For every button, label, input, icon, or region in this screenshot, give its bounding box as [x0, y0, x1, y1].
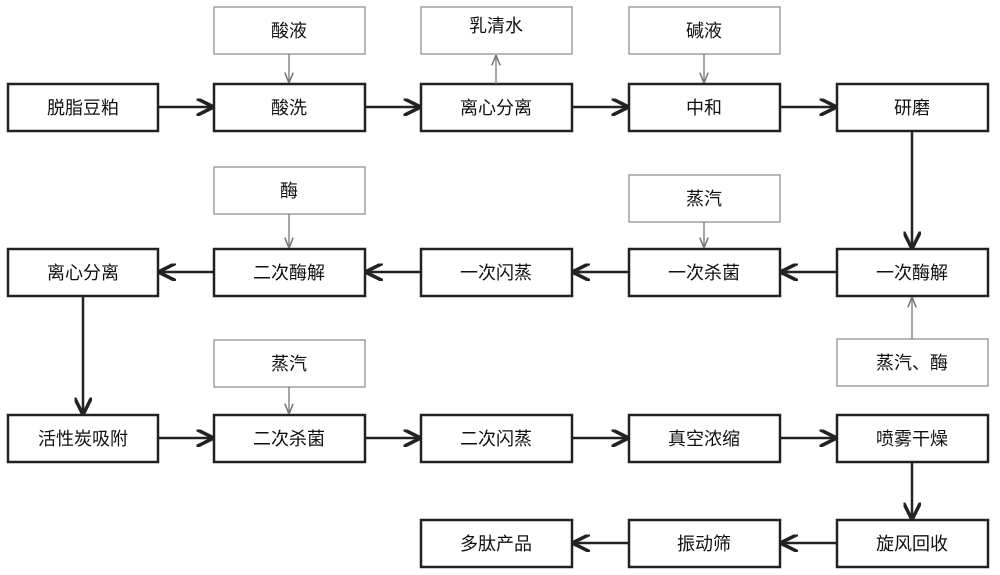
node-steam-2-label: 蒸汽 [271, 354, 307, 375]
node-alkali-solution: 碱液 [628, 6, 781, 55]
node-grind-label: 研磨 [894, 98, 930, 119]
node-steam-1-label: 蒸汽 [686, 189, 722, 210]
node-defat-soy-label: 脱脂豆粕 [47, 98, 119, 119]
node-vibrating-sieve: 振动筛 [627, 518, 782, 569]
node-acid-solution: 酸液 [213, 6, 366, 55]
node-cyclone-recovery-label: 旋风回收 [876, 534, 948, 555]
node-first-sterilize: 一次杀菌 [627, 247, 782, 298]
main-flow-arrows [83, 107, 912, 543]
node-steam-2: 蒸汽 [213, 339, 366, 388]
node-carbon-adsorb-label: 活性炭吸附 [38, 429, 128, 450]
aux-inputs: 酸液 乳清水 碱液 酶 蒸汽 蒸汽、酶 蒸汽 [213, 6, 989, 388]
node-second-sterilize: 二次杀菌 [212, 413, 367, 464]
main-steps: 脱脂豆粕 酸洗 离心分离 中和 研磨 离心分离 二次酶解 一次闪蒸 [6, 82, 990, 569]
node-defat-soy: 脱脂豆粕 [6, 82, 160, 133]
node-spray-dry-label: 喷雾干燥 [876, 429, 948, 450]
node-enzyme-1-label: 酶 [280, 181, 298, 202]
node-first-sterilize-label: 一次杀菌 [668, 263, 740, 284]
node-neutralize-label: 中和 [686, 98, 722, 119]
node-alkali-solution-label: 碱液 [686, 21, 722, 42]
node-second-hydrolysis-label: 二次酶解 [253, 263, 325, 284]
node-first-flash-label: 一次闪蒸 [460, 263, 532, 284]
node-carbon-adsorb: 活性炭吸附 [6, 413, 160, 464]
node-centrifuge-1: 离心分离 [419, 82, 574, 133]
node-first-flash: 一次闪蒸 [419, 247, 574, 298]
node-cyclone-recovery: 旋风回收 [835, 518, 990, 569]
node-second-flash-label: 二次闪蒸 [460, 429, 532, 450]
node-centrifuge-2-label: 离心分离 [47, 263, 119, 284]
node-second-hydrolysis: 二次酶解 [212, 247, 367, 298]
node-centrifuge-2: 离心分离 [6, 247, 160, 298]
node-neutralize: 中和 [627, 82, 782, 133]
node-first-hydrolysis: 一次酶解 [835, 247, 990, 298]
node-steam-enzyme-label: 蒸汽、酶 [876, 353, 948, 374]
node-peptide-product: 多肽产品 [419, 518, 574, 569]
node-acid-wash: 酸洗 [212, 82, 367, 133]
node-acid-solution-label: 酸液 [271, 21, 307, 42]
node-first-hydrolysis-label: 一次酶解 [876, 263, 948, 284]
node-spray-dry: 喷雾干燥 [835, 413, 990, 464]
node-grind: 研磨 [835, 82, 990, 133]
aux-flow-arrows [289, 54, 912, 413]
node-steam-enzyme: 蒸汽、酶 [836, 338, 989, 387]
node-acid-wash-label: 酸洗 [271, 98, 307, 119]
node-vibrating-sieve-label: 振动筛 [677, 534, 731, 555]
node-vacuum-concentrate-label: 真空浓缩 [668, 429, 740, 450]
node-second-sterilize-label: 二次杀菌 [253, 429, 325, 450]
node-vacuum-concentrate: 真空浓缩 [627, 413, 782, 464]
node-peptide-product-label: 多肽产品 [460, 534, 532, 555]
node-steam-1: 蒸汽 [628, 174, 781, 223]
node-whey-water: 乳清水 [420, 6, 573, 55]
node-centrifuge-1-label: 离心分离 [460, 98, 532, 119]
node-whey-water-label: 乳清水 [469, 16, 523, 37]
node-enzyme-1: 酶 [213, 166, 366, 215]
node-second-flash: 二次闪蒸 [419, 413, 574, 464]
